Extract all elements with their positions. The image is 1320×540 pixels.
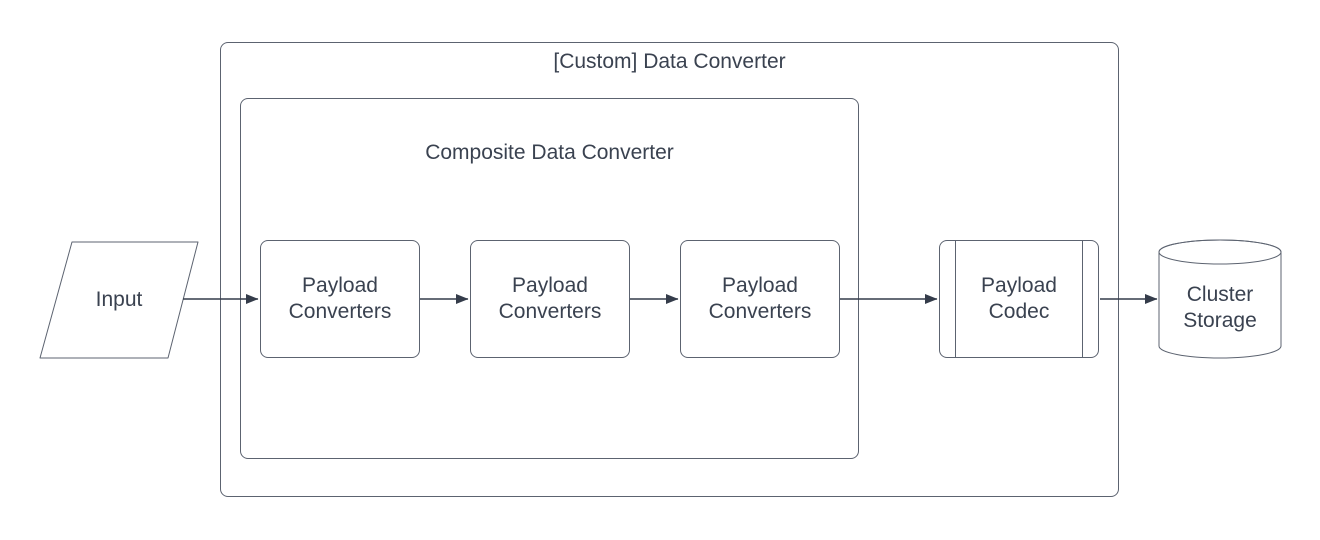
- payload-converters-label-2: Payload Converters: [498, 274, 602, 323]
- composite-data-converter-title: Composite Data Converter: [425, 141, 674, 164]
- custom-data-converter-title: [Custom] Data Converter: [553, 50, 786, 73]
- payload-codec-label: Payload Codec: [981, 274, 1057, 323]
- payload-converters-node-1: Payload Converters: [260, 240, 420, 358]
- payload-codec-node: Payload Codec: [939, 240, 1099, 358]
- input-label: Input: [95, 288, 143, 311]
- custom-data-converter-container: [220, 42, 1119, 497]
- codec-side-bar-left: [955, 241, 956, 357]
- payload-converters-node-2: Payload Converters: [470, 240, 630, 358]
- payload-converters-label-1: Payload Converters: [288, 274, 392, 323]
- composite-data-converter-container: [240, 98, 859, 459]
- cluster-storage-label: Cluster Storage: [1159, 240, 1281, 358]
- cluster-storage-label-text: Cluster Storage: [1183, 283, 1257, 332]
- codec-side-bar-right: [1082, 241, 1083, 357]
- payload-converters-label-3: Payload Converters: [708, 274, 812, 323]
- payload-converters-node-3: Payload Converters: [680, 240, 840, 358]
